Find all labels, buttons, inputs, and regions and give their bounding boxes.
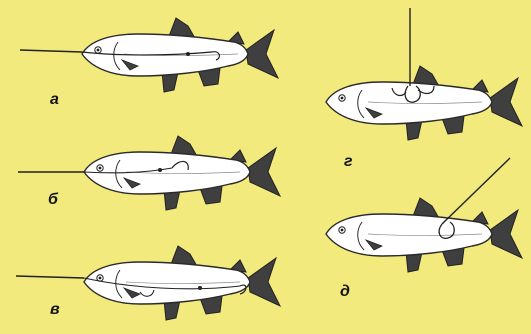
- label-b: б: [48, 192, 58, 208]
- hook-line-d: [442, 158, 510, 224]
- leader-line-a: [20, 50, 82, 52]
- label-d: д: [340, 284, 350, 300]
- fish-a: [20, 18, 278, 92]
- leader-line-v: [16, 276, 84, 278]
- label-g: г: [344, 154, 353, 170]
- fish-d: [326, 158, 522, 272]
- fish-g: [326, 8, 522, 140]
- label-a: а: [50, 92, 59, 108]
- label-v: в: [50, 302, 60, 318]
